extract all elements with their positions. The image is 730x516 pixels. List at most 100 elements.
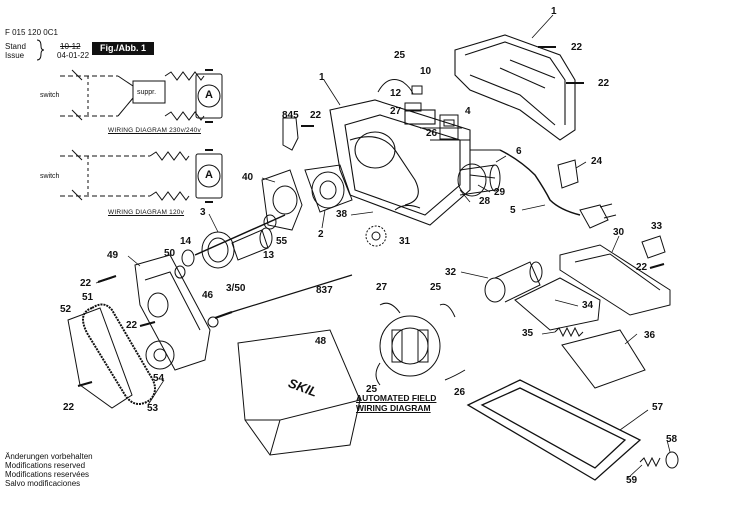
motor-symbol-230v: A — [205, 89, 213, 101]
belt-51 — [82, 303, 156, 405]
housing-main — [329, 99, 500, 226]
automated-field-diagram — [375, 302, 466, 386]
footer-line-fr: Modifications reservées — [5, 470, 90, 479]
spring-35 — [554, 326, 584, 338]
bearing-14 — [181, 249, 195, 267]
baffle-40 — [261, 169, 303, 231]
footer-line-en: Modifications reserved — [5, 461, 86, 470]
label-part-4: 4 — [465, 106, 471, 117]
bearing-55 — [263, 214, 277, 230]
label-part-6: 6 — [516, 146, 522, 157]
label-part-36: 36 — [644, 330, 656, 341]
label-part-837: 837 — [316, 285, 333, 296]
field-diagram-title-line2: WIRING DIAGRAM — [356, 403, 431, 413]
label-part-13: 13 — [263, 250, 275, 261]
knob-58 — [665, 451, 679, 469]
switch-4 — [439, 114, 459, 140]
label-part-57: 57 — [652, 402, 664, 413]
label-part-25-bot: 25 — [366, 384, 378, 395]
part-10 — [411, 85, 423, 95]
wiring-diagram-120v — [60, 149, 223, 203]
issue-label: Issue — [5, 51, 25, 60]
label-part-22-a: 22 — [571, 42, 583, 53]
base-frame-57 — [466, 379, 642, 481]
label-part-26-bot: 26 — [454, 387, 466, 398]
wiring-diagram-230v — [60, 69, 223, 123]
stator-2 — [304, 164, 353, 213]
header-brace — [36, 39, 45, 61]
wiring-caption-120v: WIRING DIAGRAM 120v — [108, 209, 185, 216]
screws-top — [301, 46, 584, 127]
label-part-2: 2 — [318, 229, 324, 240]
figure-label-box: Fig./Abb. 1 — [92, 42, 154, 55]
label-part-59: 59 — [626, 475, 638, 486]
leader-lines — [95, 14, 671, 479]
label-part-22-g: 22 — [63, 402, 75, 413]
clip-33 — [641, 235, 666, 259]
pulley-54 — [145, 340, 175, 370]
label-part-22-f: 22 — [126, 320, 138, 331]
suppressor-label: suppr. — [137, 89, 157, 96]
label-part-33: 33 — [651, 221, 663, 232]
plug-5 — [579, 204, 609, 229]
label-part-50: 50 — [164, 248, 176, 259]
label-part-29: 29 — [494, 187, 506, 198]
dust-bag-48 — [237, 329, 361, 456]
footer-line-de: Änderungen vorbehalten — [5, 452, 93, 461]
motor-symbol-120v: A — [205, 169, 213, 181]
doc-number: F 015 120 0C1 — [5, 28, 58, 37]
cord-6 — [499, 149, 581, 216]
label-part-38: 38 — [336, 209, 348, 220]
label-part-1-top: 1 — [551, 6, 557, 17]
label-part-12: 12 — [390, 88, 402, 99]
part-845 — [282, 117, 299, 151]
label-part-1-main: 1 — [319, 72, 325, 83]
armature-3 — [194, 214, 286, 269]
label-part-51: 51 — [82, 292, 94, 303]
label-part-27-top: 27 — [390, 106, 402, 117]
drum-29 — [457, 163, 487, 197]
label-part-53: 53 — [147, 403, 159, 414]
housing-cover-top — [454, 34, 576, 141]
label-part-49: 49 — [107, 250, 119, 261]
footer-line-es: Salvo modificaciones — [5, 479, 81, 488]
label-part-31: 31 — [399, 236, 411, 247]
gear-31 — [365, 225, 387, 247]
stand-value: 10-12 — [60, 42, 81, 51]
label-part-40: 40 — [242, 172, 254, 183]
label-part-3: 3 — [200, 207, 206, 218]
label-part-46: 46 — [202, 290, 214, 301]
screws-misc — [77, 263, 665, 387]
gearcase-49 — [134, 254, 211, 371]
switch-label-120v: switch — [40, 173, 60, 180]
bearing-50 — [174, 265, 186, 279]
spring-59 — [639, 456, 661, 468]
label-part-54: 54 — [153, 373, 165, 384]
label-part-32: 32 — [445, 267, 457, 278]
bracket-34 — [514, 277, 601, 331]
label-part-55: 55 — [276, 236, 288, 247]
cover-52 — [67, 307, 133, 409]
issue-value: 04-01-22 — [57, 51, 90, 60]
label-part-28: 28 — [479, 196, 491, 207]
label-part-10: 10 — [420, 66, 432, 77]
wiring-caption-230v: WIRING DIAGRAM 230v/240v — [108, 127, 201, 134]
label-part-48: 48 — [315, 336, 327, 347]
label-part-52: 52 — [60, 304, 72, 315]
label-part-35: 35 — [522, 328, 534, 339]
label-part-25-top: 25 — [394, 50, 406, 61]
switch-label-230v: switch — [40, 92, 60, 99]
label-part-58: 58 — [666, 434, 678, 445]
label-part-26-top: 26 — [426, 128, 438, 139]
roller-32 — [484, 261, 543, 303]
label-part-14: 14 — [180, 236, 192, 247]
stand-label: Stand — [5, 42, 26, 51]
bearing-46 — [207, 316, 219, 328]
part-24 — [557, 159, 579, 189]
cable-25-top — [377, 79, 414, 95]
shaft-837 — [231, 274, 353, 313]
label-part-27-mid: 27 — [376, 282, 388, 293]
label-part-5: 5 — [510, 205, 516, 216]
pad-36 — [561, 329, 646, 389]
